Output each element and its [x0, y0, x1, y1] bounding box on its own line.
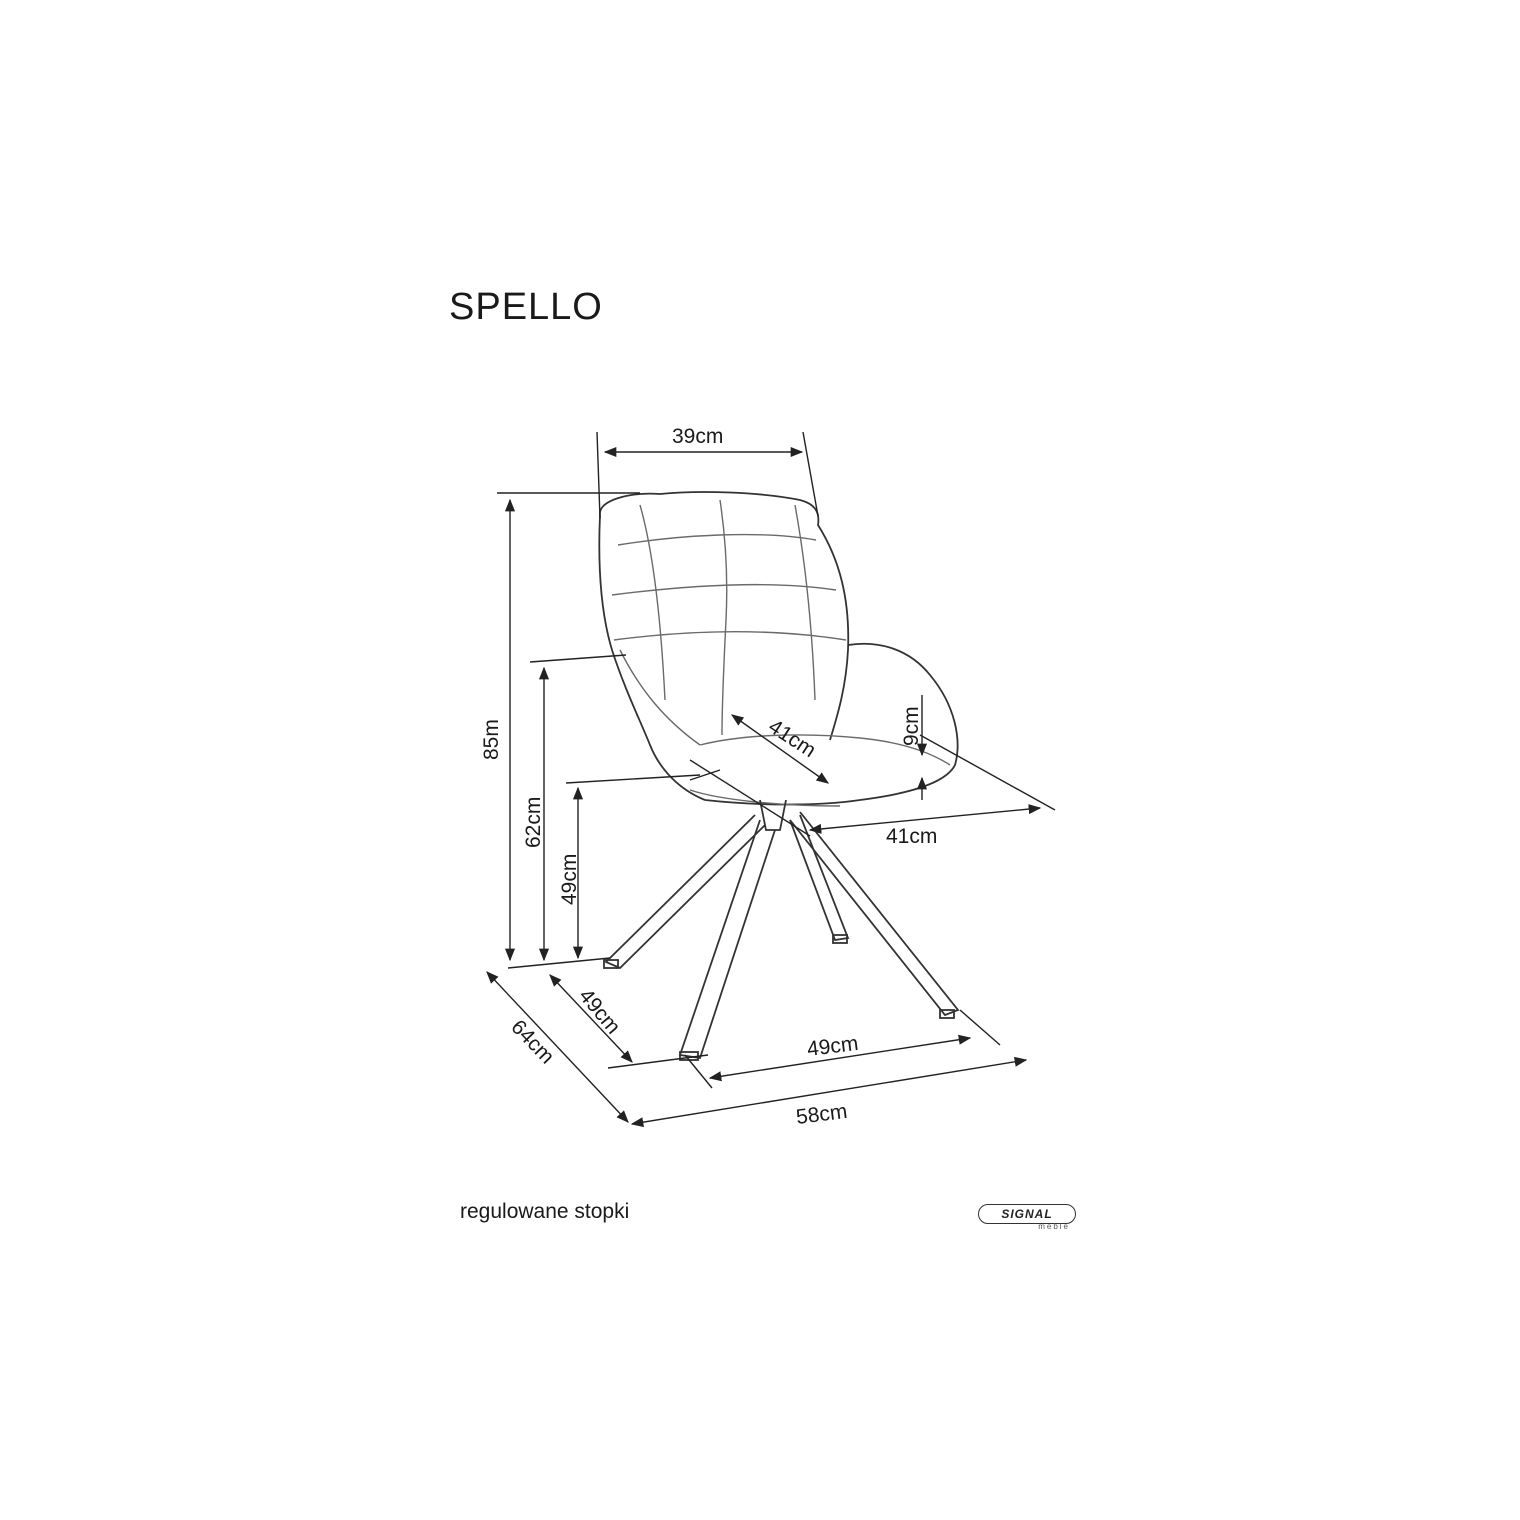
label-seat-height: 49cm — [558, 854, 581, 905]
right-arm-outline — [704, 642, 959, 806]
dimension-lines — [486, 431, 1056, 1128]
left-side-outline — [598, 514, 706, 801]
tufting-line — [719, 499, 728, 736]
label-seat-width: 41cm — [886, 825, 937, 848]
tufting-line — [613, 631, 847, 641]
label-total-depth: 64cm — [506, 1015, 558, 1068]
product-title: SPELLO — [449, 286, 603, 328]
swivel-column — [759, 799, 787, 831]
tufting-line — [617, 533, 817, 546]
leg-back-right — [789, 811, 960, 1017]
logo-text: SIGNAL — [978, 1204, 1076, 1224]
dimension-labels: 39cm 85m 62cm 49cm 41cm 41cm 9cm 49cm 49… — [480, 425, 937, 1129]
chair-illustration — [598, 491, 960, 1061]
backrest-outline — [599, 491, 850, 741]
adjustable-foot — [832, 934, 848, 944]
adjustable-foot — [939, 1009, 955, 1019]
logo-subtext: meble — [1038, 1222, 1070, 1231]
leg-left — [604, 814, 766, 970]
tufting-line — [639, 504, 666, 701]
adjustable-foot — [603, 959, 619, 969]
label-total-height: 85m — [480, 719, 503, 760]
footnote-adjustable-feet: regulowane stopki — [460, 1200, 630, 1223]
label-base-depth: 49cm — [574, 984, 625, 1038]
label-total-width: 58cm — [795, 1100, 849, 1129]
leg-right — [789, 814, 850, 942]
tufting-line — [794, 504, 816, 701]
leg-front — [678, 819, 776, 1060]
label-armrest-height: 62cm — [522, 797, 545, 848]
signal-logo: SIGNAL meble — [978, 1204, 1076, 1231]
inner-arm-line — [619, 649, 701, 746]
tufting-line — [611, 583, 837, 596]
label-cushion-thickness: 9cm — [900, 706, 923, 746]
label-seat-depth: 41cm — [764, 715, 820, 762]
label-backrest-width: 39cm — [672, 425, 723, 448]
